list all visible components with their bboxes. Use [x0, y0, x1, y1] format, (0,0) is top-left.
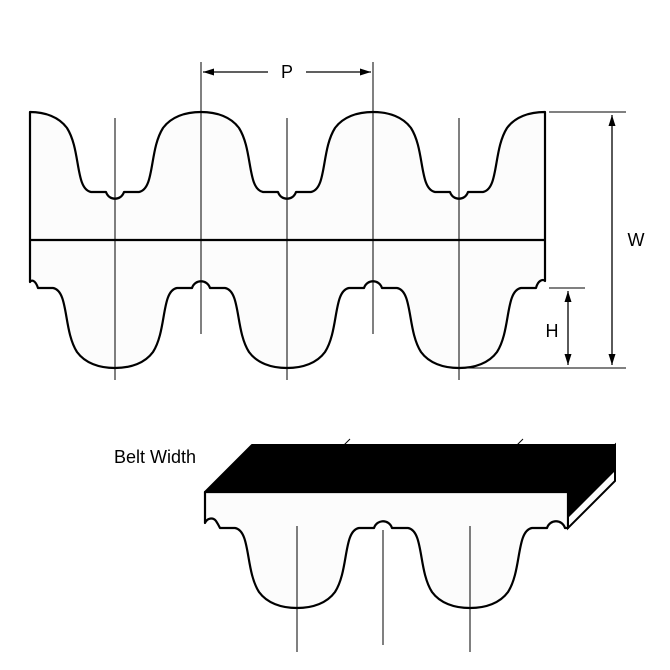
- belt-front-face: [203, 490, 570, 610]
- width-dimension: W: [466, 111, 645, 369]
- pitch-dimension: P: [203, 62, 371, 82]
- width-label: W: [628, 230, 645, 250]
- centerline-tick: [339, 438, 351, 450]
- belt-width-arrow-near: [213, 471, 233, 491]
- belt-width-dimension: Belt Width: [114, 447, 251, 491]
- belt-end-face-body: [567, 443, 616, 519]
- height-label: H: [546, 321, 559, 341]
- centerline-tick: [512, 438, 524, 450]
- belt-top-face: [204, 444, 616, 493]
- belt-3d-view: [203, 438, 616, 652]
- belt-width-label: Belt Width: [114, 447, 196, 467]
- belt-width-arrow-far: [231, 453, 251, 473]
- pitch-label: P: [281, 62, 293, 82]
- height-dimension: H: [546, 287, 585, 365]
- cross-section-view: [28, 62, 547, 380]
